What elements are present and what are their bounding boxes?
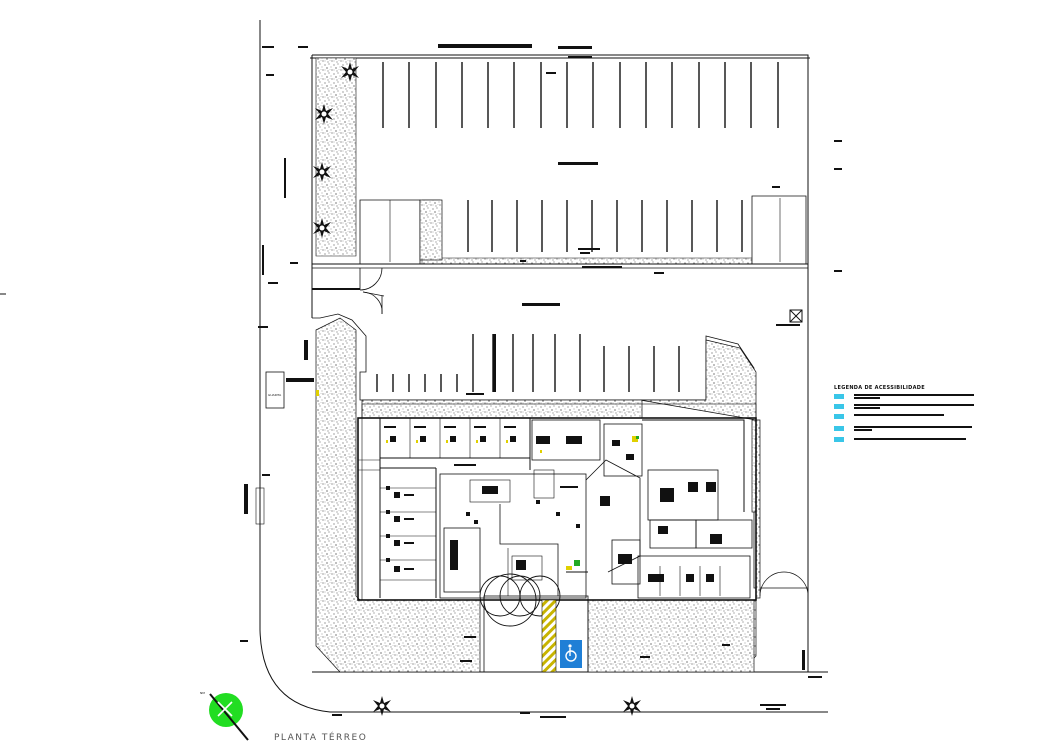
parking-stall-lines-top [382, 62, 779, 128]
sidewalk-marks [240, 46, 842, 718]
north-label: NM [200, 691, 205, 695]
landscaped-areas [315, 199, 761, 673]
booth: GUARITA [265, 371, 314, 409]
parking-stall-lines-mid [389, 198, 781, 262]
north-arrow-icon: NM [200, 691, 249, 741]
entrance-ramps [479, 571, 589, 673]
drawing-title: PLANTA TÉRREO [274, 731, 367, 743]
booth-label: GUARITA [268, 393, 282, 397]
lower-parking [304, 267, 808, 589]
legend-items [834, 394, 974, 442]
door-swings-right [759, 571, 809, 597]
door-swing-icon [359, 267, 385, 315]
wheelchair-icon [560, 640, 582, 668]
legend-title: LEGENDA DE ACESSIBILIDADE [834, 385, 925, 391]
hazard-path [541, 599, 557, 673]
yellow-marks [316, 390, 638, 570]
upper-parking [262, 44, 808, 275]
furniture-fixtures [384, 426, 722, 582]
green-marks [574, 436, 639, 566]
building [357, 403, 757, 601]
accessibility-legend: LEGENDA DE ACESSIBILIDADE [834, 385, 974, 442]
